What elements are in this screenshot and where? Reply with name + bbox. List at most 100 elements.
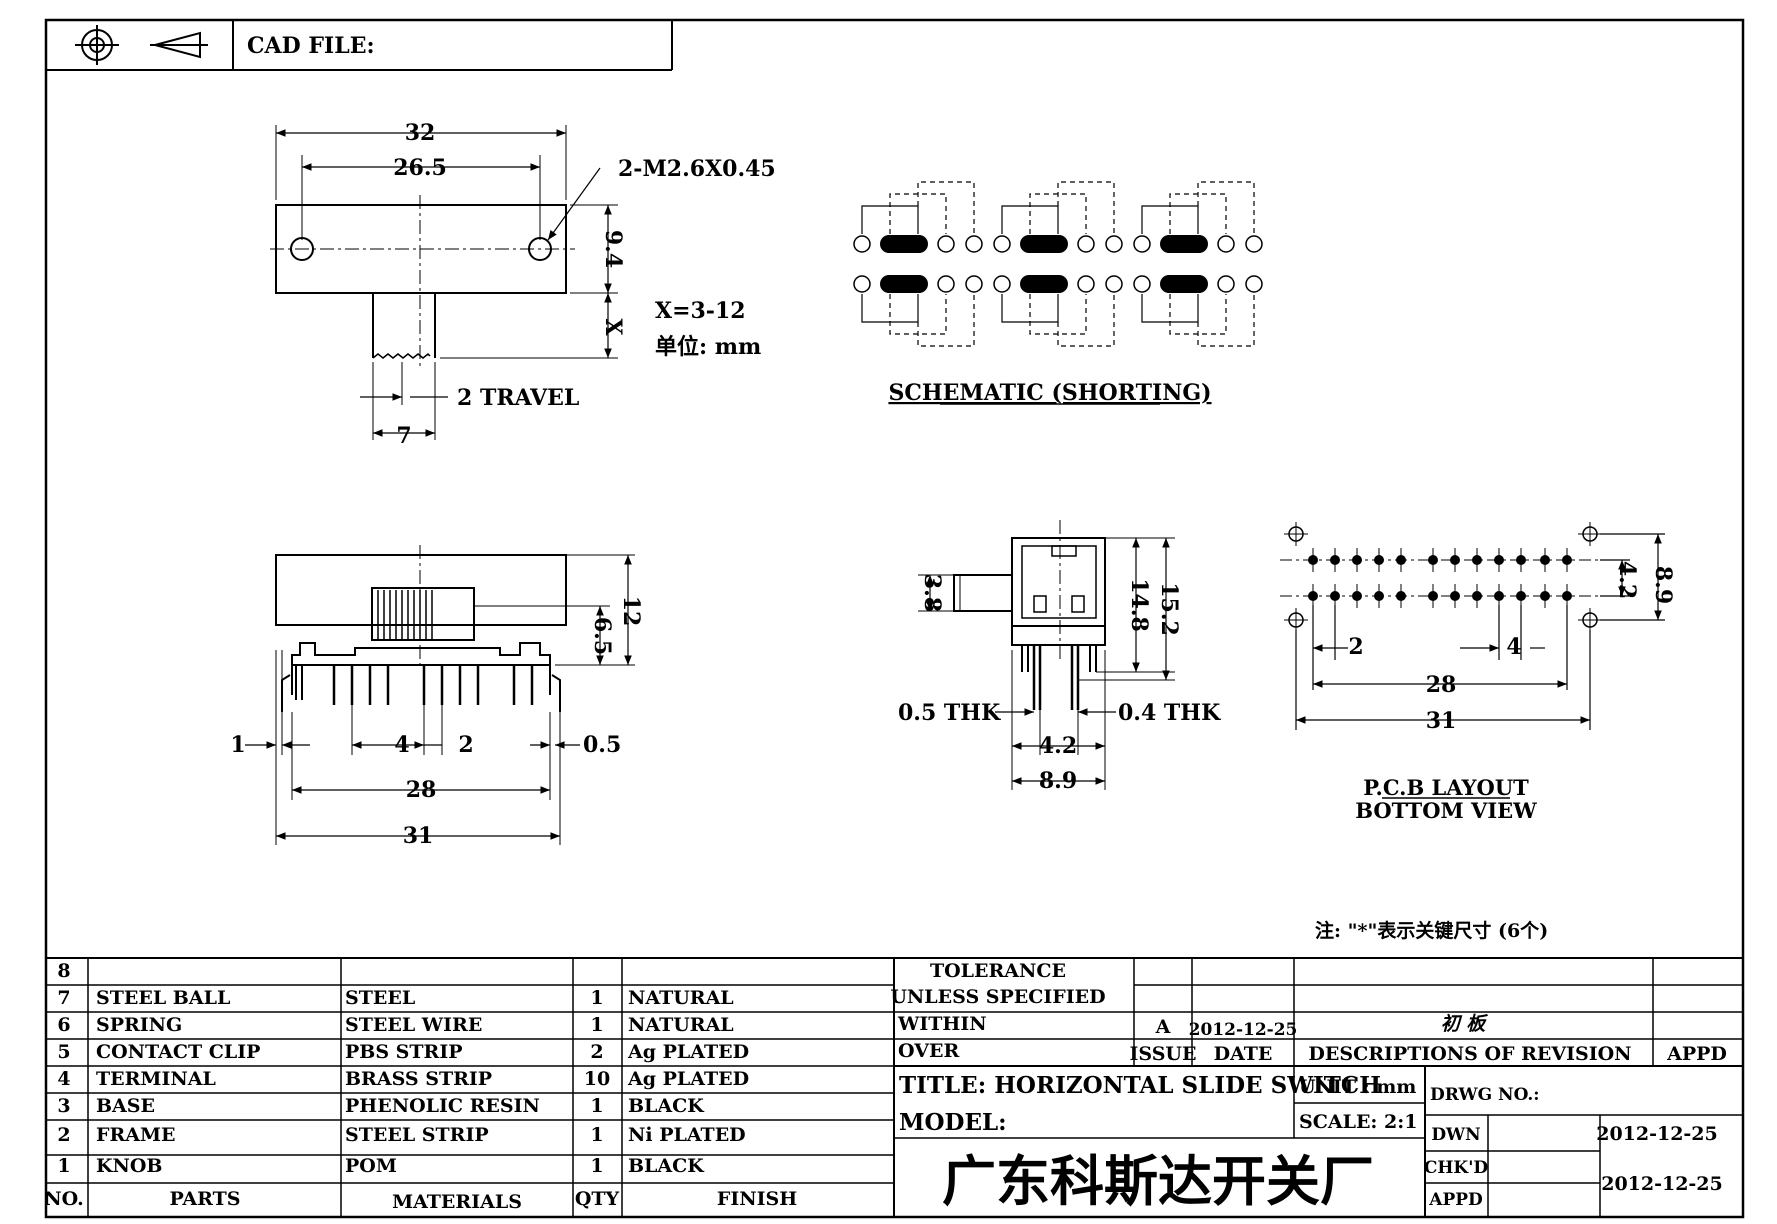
thk-right-label: 0.4 THK xyxy=(1118,700,1221,726)
thread-label: 2-M2.6X0.45 xyxy=(618,156,776,182)
row-no: 5 xyxy=(57,1041,70,1063)
projection-symbol-icon xyxy=(75,25,208,65)
schematic-terminal xyxy=(1133,235,1151,253)
row-finish: NATURAL xyxy=(628,1014,734,1036)
row-finish: NATURAL xyxy=(628,987,734,1009)
pcb-layout-diagram xyxy=(1280,522,1665,730)
row-finish: Ni PLATED xyxy=(628,1124,746,1146)
travel-label: 2 TRAVEL xyxy=(457,385,579,411)
unit-note: 单位: mm xyxy=(655,334,761,360)
dwn-label: DWN xyxy=(1431,1125,1480,1145)
row-material: STEEL WIRE xyxy=(345,1014,482,1036)
dim-0-5-label: 0.5 xyxy=(583,732,621,758)
row-no: 2 xyxy=(57,1124,70,1146)
within-label: WITHIN xyxy=(897,1013,987,1035)
revision-issue: A xyxy=(1155,1016,1171,1038)
row-qty: 1 xyxy=(590,1155,603,1177)
pcb-dim-31-label: 31 xyxy=(1426,708,1457,734)
pcb-dim-28-label: 28 xyxy=(1426,672,1457,698)
schematic-terminal xyxy=(1245,275,1263,293)
key-dimension-note: 注: "*"表示关键尺寸 (6个) xyxy=(1315,919,1548,942)
row-qty: 10 xyxy=(584,1068,610,1090)
dim-15-2-label: 15.2 xyxy=(1156,582,1182,636)
schematic-terminal xyxy=(993,235,1011,253)
header-no: NO. xyxy=(44,1188,83,1210)
drwg-no-label: DRWG NO.: xyxy=(1430,1085,1540,1105)
schematic-terminal xyxy=(965,235,983,253)
title-block-grid xyxy=(46,957,1743,1217)
row-material: POM xyxy=(345,1155,397,1177)
pcb-label-line1: P.C.B LAYOUT xyxy=(1363,775,1529,800)
schematic-terminal xyxy=(937,235,955,253)
schematic-diagram xyxy=(853,181,1263,347)
dim-9-4-label: 9.4 xyxy=(600,230,626,268)
pcb-dim-4-2-label: 4.2 xyxy=(1614,561,1640,599)
front-view xyxy=(245,545,635,845)
row-part: SPRING xyxy=(96,1014,182,1036)
dim-32-label: 32 xyxy=(405,120,436,146)
row-part: KNOB xyxy=(96,1155,163,1177)
model-label: MODEL: xyxy=(899,1109,1007,1136)
dim-12-label: 12 xyxy=(618,596,644,627)
company-name: 广东科斯达开关厂 xyxy=(942,1149,1374,1213)
descriptions-of-revision-label: DESCRIPTIONS OF REVISION xyxy=(1308,1043,1631,1065)
x-range-label: X=3-12 xyxy=(655,298,746,324)
schematic-terminal xyxy=(1077,235,1095,253)
header-materials: MATERIALS xyxy=(392,1191,522,1213)
pcb-dim-2-label: 2 xyxy=(1348,634,1363,660)
unless-specified-label: UNLESS SPECIFIED xyxy=(890,986,1105,1008)
row-qty: 1 xyxy=(590,1095,603,1117)
schematic-terminal xyxy=(937,275,955,293)
chkd-date: 2012-12-25 xyxy=(1601,1173,1723,1195)
chkd-label: CHK'D xyxy=(1424,1158,1489,1178)
schematic-label: SCHEMATIC (SHORTING) xyxy=(888,380,1211,406)
row-part: BASE xyxy=(96,1095,155,1117)
cad-file-label: CAD FILE: xyxy=(247,33,375,59)
schematic-shorting-contact xyxy=(880,235,928,253)
appd2-label: APPD xyxy=(1428,1190,1483,1210)
row-finish: Ag PLATED xyxy=(627,1041,749,1063)
dim-1-label: 1 xyxy=(230,732,245,758)
schematic-shorting-contact xyxy=(880,275,928,293)
pcb-dim-4-label: 4 xyxy=(1506,634,1521,660)
schematic-link-dashed xyxy=(917,294,975,347)
row-no: 1 xyxy=(57,1155,70,1177)
tolerance-label: TOLERANCE xyxy=(930,960,1066,982)
dim-3-8-label: 3.8 xyxy=(919,574,945,612)
row-qty: 1 xyxy=(590,1014,603,1036)
top-view xyxy=(270,125,618,440)
over-label: OVER xyxy=(898,1040,959,1062)
dim-x-label: X xyxy=(600,318,626,336)
dim-7-label: 7 xyxy=(396,423,411,449)
row-part: TERMINAL xyxy=(96,1068,216,1090)
dim-14-8-label: 14.8 xyxy=(1126,578,1152,632)
schematic-shorting-contact xyxy=(1160,275,1208,293)
row-no: 7 xyxy=(57,987,70,1009)
schematic-terminal xyxy=(853,275,871,293)
schematic-terminal xyxy=(1217,275,1235,293)
schematic-link-dashed xyxy=(1057,181,1115,234)
schematic-shorting-contact xyxy=(1020,235,1068,253)
header-parts: PARTS xyxy=(170,1188,241,1210)
schematic-shorting-contact xyxy=(1160,235,1208,253)
header-finish: FINISH xyxy=(717,1188,797,1210)
schematic-link-dashed xyxy=(1197,294,1255,347)
row-qty: 1 xyxy=(590,1124,603,1146)
row-qty: 1 xyxy=(590,987,603,1009)
row-no: 8 xyxy=(57,960,70,982)
schematic-terminal xyxy=(1077,275,1095,293)
row-qty: 2 xyxy=(590,1041,603,1063)
schematic-terminal xyxy=(1133,275,1151,293)
row-material: STEEL xyxy=(345,987,415,1009)
pcb-label-line2: BOTTOM VIEW xyxy=(1355,798,1537,823)
side-view xyxy=(918,520,1175,790)
schematic-terminal xyxy=(993,275,1011,293)
row-finish: BLACK xyxy=(628,1095,705,1117)
dim-4-label: 4 xyxy=(394,732,409,758)
row-finish: Ag PLATED xyxy=(627,1068,749,1090)
row-part: CONTACT CLIP xyxy=(96,1041,260,1063)
schematic-terminal xyxy=(1105,235,1123,253)
row-part: FRAME xyxy=(96,1124,176,1146)
side-dim-4-2-label: 4.2 xyxy=(1039,733,1077,759)
